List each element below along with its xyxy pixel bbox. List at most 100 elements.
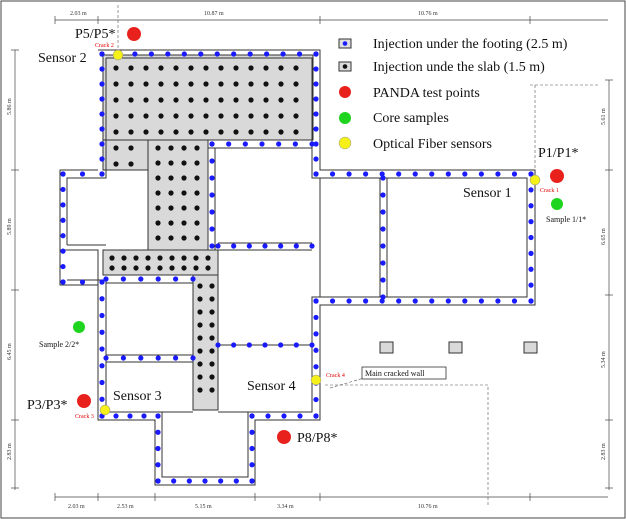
slab-injection-dot [173,97,179,103]
green-circle-icon [339,112,351,124]
footing-injection-dot [60,202,66,208]
footing-injection-dot [265,413,271,419]
slab-injection-dot [194,220,200,226]
slab-injection-dot [197,374,203,380]
slab-injection-dot [158,97,164,103]
footing-injection-dot [495,298,501,304]
footing-injection-dot [60,217,66,223]
slab-injection-dot [181,205,187,211]
slab-injection-dot [197,335,203,341]
slab-injection-dot [173,129,179,135]
pad-footings [379,341,538,354]
footing-injection-dot [231,243,237,249]
footing-injection-dot [249,429,255,435]
black-dot-marker [342,64,348,69]
slab-injection-dot [197,309,203,315]
footing-injection-dot [313,364,319,370]
slab-injection-dot [113,145,119,151]
slab-injection-dot [157,265,163,271]
legend-core-label: Core samples [373,111,449,126]
footing-injection-dot [99,156,105,162]
slab-injection-dot [181,265,187,271]
slab-injection-dot [233,129,239,135]
footing-injection-dot [141,413,147,419]
slab-injection-dot [278,129,284,135]
panda-point-p1 [550,169,564,183]
footing-injection-dot [113,413,119,419]
slab-injection-dot [278,97,284,103]
slab-injection-dot [293,81,299,87]
footing-injection-dot [99,296,105,302]
sensor-2-label: Sensor 2 [38,51,87,66]
slab-injection-dot [128,145,134,151]
main-wall-callout-box [361,366,447,380]
footing-injection-dot [380,243,386,249]
slab-injection-dot [133,265,139,271]
crack-3-label: Crack 3 [75,414,94,420]
footing-injection-dot [445,298,451,304]
footing-injection-dot [293,342,299,348]
slab-injection-dot [181,190,187,196]
slab-injection-dot [203,81,209,87]
footing-injection-dot [462,298,468,304]
slab-injection-dot [173,65,179,71]
footing-injection-dot [209,226,215,232]
footing-injection-dot [528,282,534,288]
footing-injection-dot [396,171,402,177]
slab-injection-dot [181,175,187,181]
footing-injection-dot [249,462,255,468]
footing-injection-dot [313,331,319,337]
top-dim-2: 10.87 m [204,11,224,17]
footing-injection-dot [380,294,386,300]
footing-injection-dot [155,413,161,419]
slab-injection-dot [209,322,215,328]
footing-injection-dot [309,243,315,249]
crack-4-label: Crack 4 [326,373,345,379]
footing-injection-dot [297,413,303,419]
footing-injection-dot [262,342,268,348]
slab-injection-dot [188,97,194,103]
footing-injection-dot [99,171,105,177]
footing-injection-dot [278,342,284,348]
slab-injection-dot [197,322,203,328]
right-dimensions [605,79,613,490]
footing-injection-dot [528,234,534,241]
footing-injection-dot [247,51,253,57]
slab-injection-dot [143,113,149,119]
footing-injection-dot [99,81,105,87]
footing-injection-dot [218,478,224,484]
slab-injection-dot [203,113,209,119]
footing-injection-dot [309,141,315,147]
footing-injection-dot [202,478,208,484]
slab-injection-dot [194,175,200,181]
legend-fiber-label: Optical Fiber sensors [373,137,492,152]
slab-injection-dot [113,97,119,103]
slab-injection-dot [113,161,119,167]
slab-injection-dot [155,145,161,151]
footing-injection-dot [165,51,171,57]
footing-injection-dot [313,156,319,162]
footing-injection-dot [99,329,105,335]
footing-injection-dot [233,478,239,484]
footing-injection-dot [198,51,204,57]
footing-injection-dot [231,342,237,348]
bottom-dim-1: 2.03 m [68,504,85,510]
slab-injection-dot [193,255,199,261]
slab-injection-dot [197,361,203,367]
slab-injection-dot [194,235,200,241]
core-sample-1 [551,198,563,210]
footing-injection-dot [528,298,534,304]
slab-injection-dot [248,97,254,103]
slab-injection-dot [209,296,215,302]
slab-injection-dot [109,255,115,261]
footing-injection-dot [511,298,518,304]
slab-injection-dot [168,190,174,196]
footing-injection-dot [155,276,161,282]
slab-injection-dot [113,65,119,71]
slab-injection-dot [203,97,209,103]
footing-injection-dot [478,171,484,177]
footing-injection-dot [242,141,248,147]
footing-injection-dot [380,209,386,215]
